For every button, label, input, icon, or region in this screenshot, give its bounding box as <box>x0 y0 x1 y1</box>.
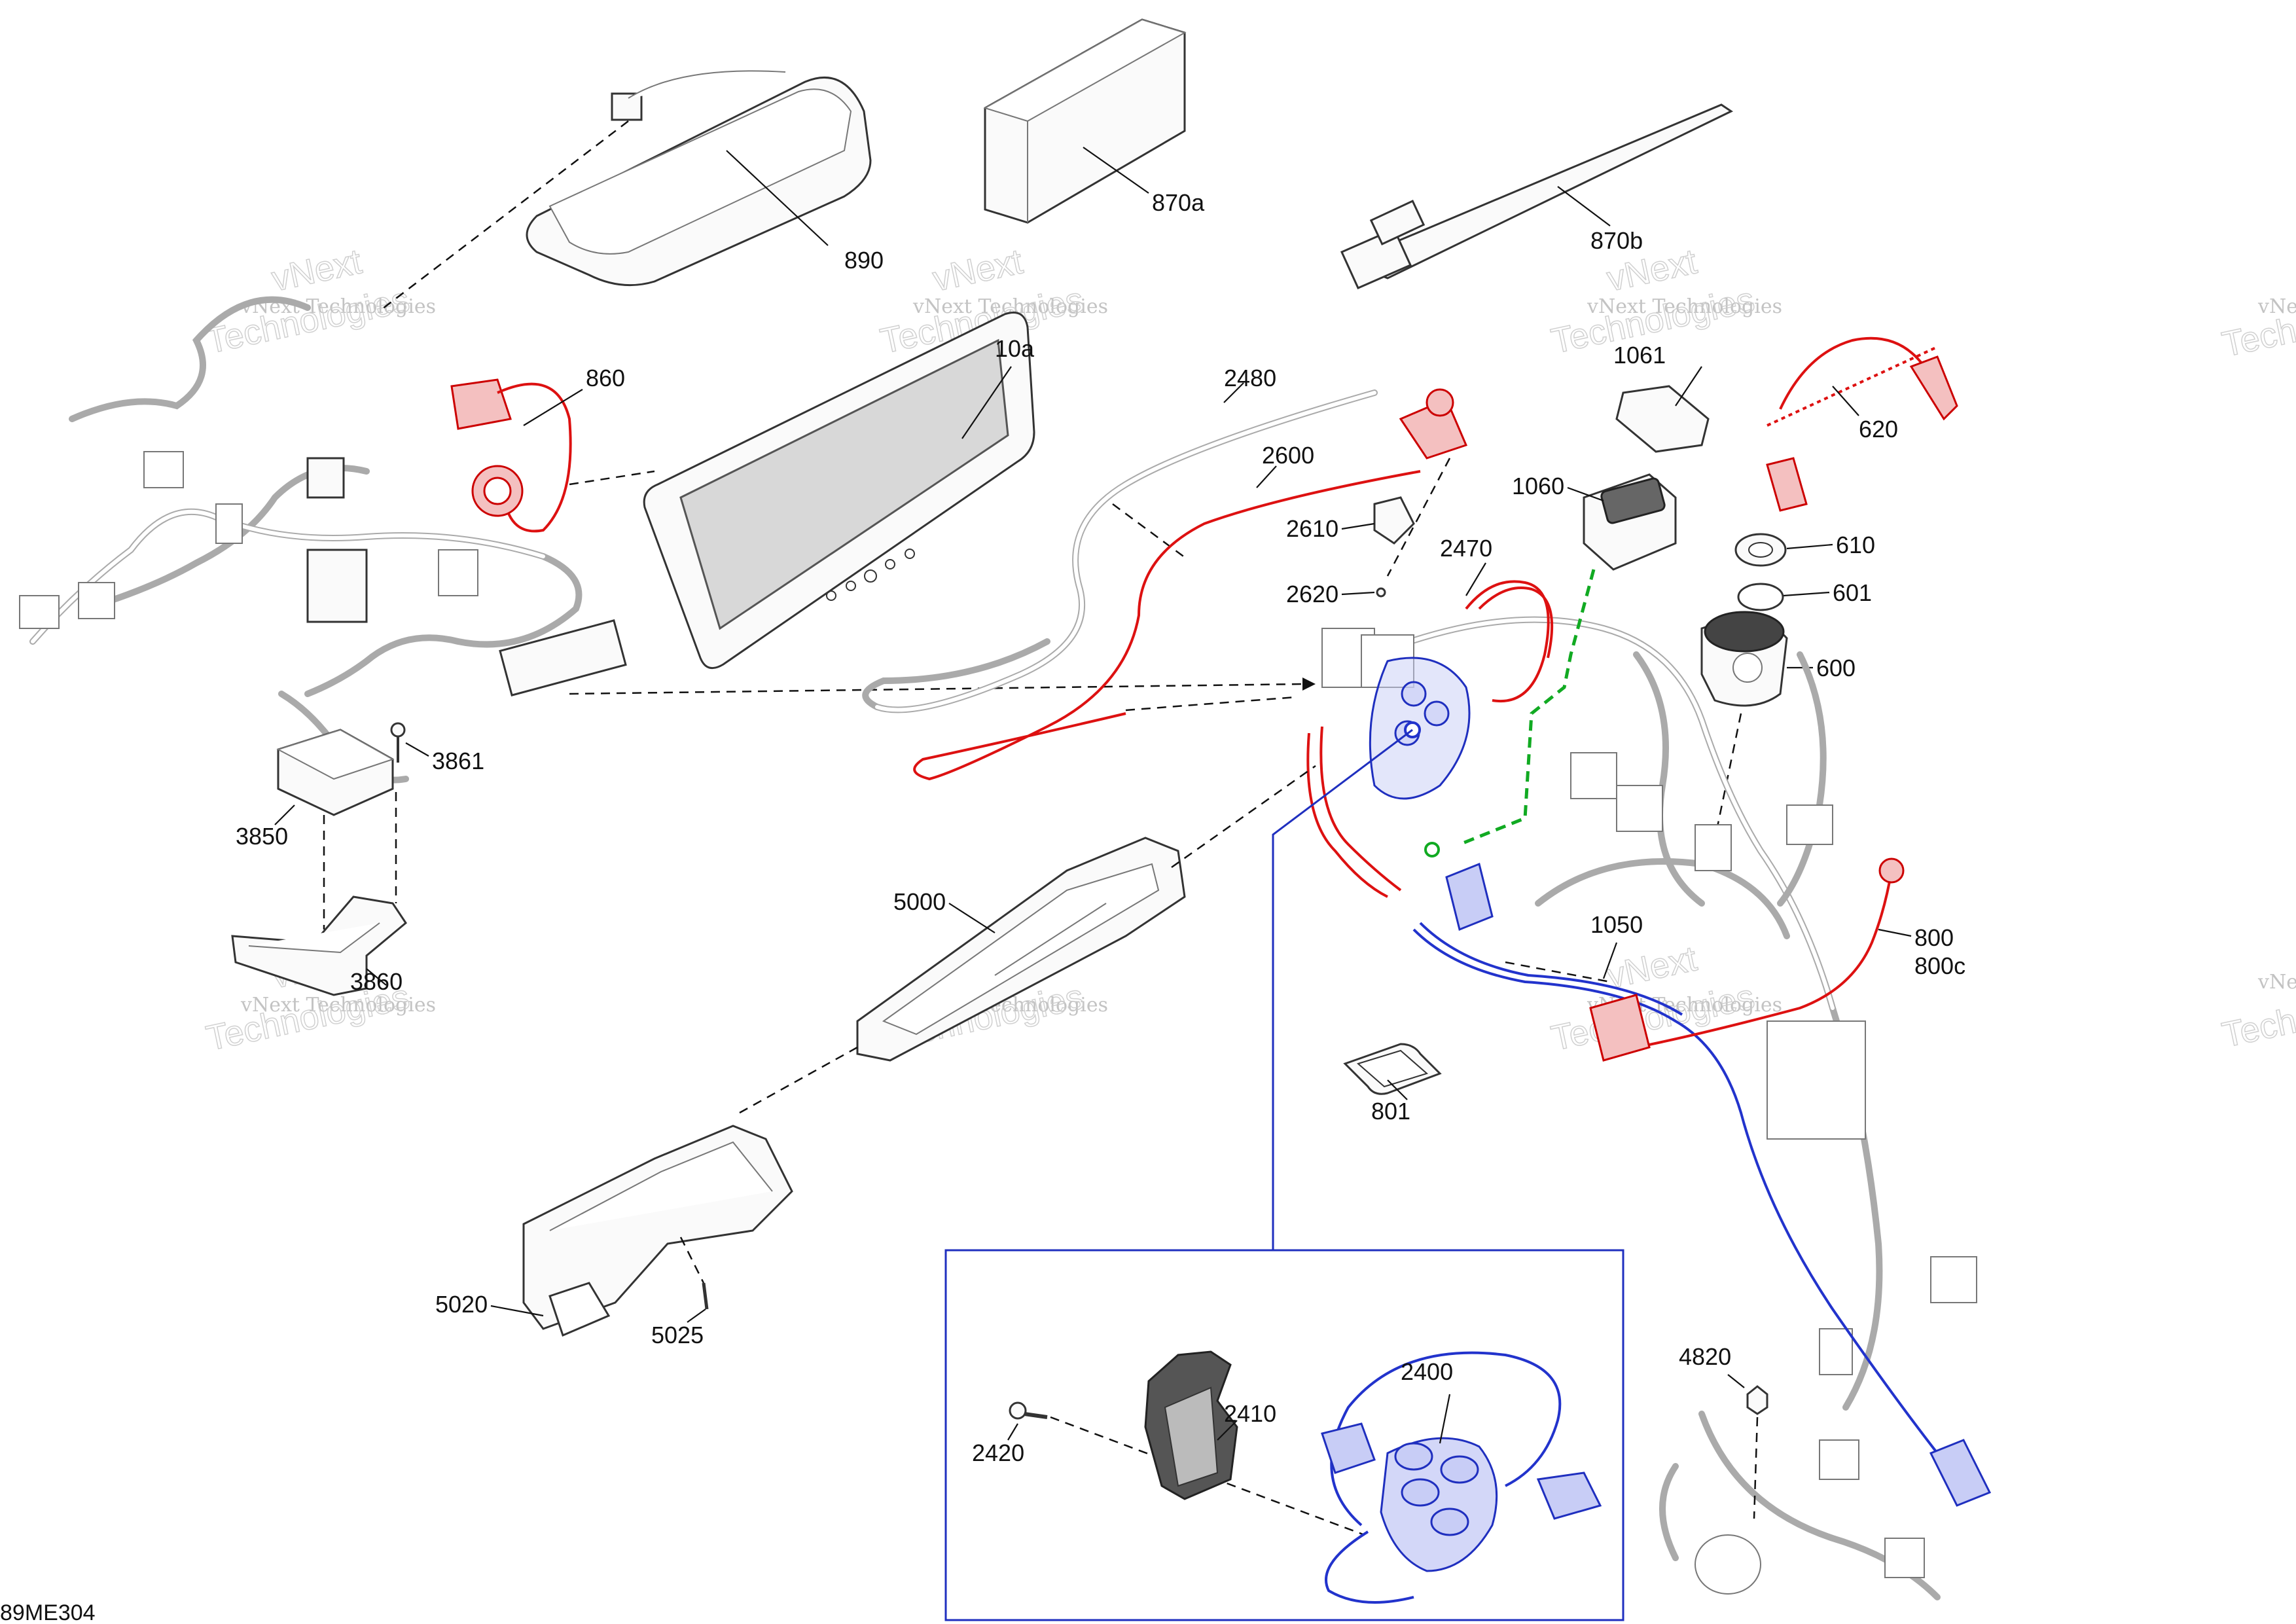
part-601: 601 <box>1737 579 1872 611</box>
part-890: 890 <box>379 70 884 312</box>
watermark-text: vNext Technologies <box>2257 295 2296 318</box>
callout-2410: 2410 <box>1224 1400 1276 1427</box>
part-5025: 5025 <box>651 1236 709 1348</box>
callout-2610: 2610 <box>1286 515 1338 542</box>
callout-801: 801 <box>1371 1098 1410 1125</box>
part-2610: 2610 <box>1286 458 1451 577</box>
main-harness-left <box>19 296 1316 784</box>
detail-box <box>944 729 1624 1621</box>
part-801: 801 <box>1343 1043 1442 1125</box>
part-800: 800 800c <box>1589 857 1965 1062</box>
connector-icon <box>499 619 627 696</box>
watermark-text: vNext Technologies <box>2257 971 2296 994</box>
callout-620: 620 <box>1859 416 1898 442</box>
part-3850: 3850 <box>236 729 397 929</box>
part-2420: 2420 <box>972 1401 1365 1536</box>
diagram-code: 89ME304 <box>0 1600 96 1624</box>
part-3861: 3861 <box>390 722 484 774</box>
callout-610: 610 <box>1836 532 1875 558</box>
callout-5020: 5020 <box>435 1291 488 1318</box>
callout-600: 600 <box>1816 655 1856 681</box>
part-2410: 2410 <box>1144 1350 1276 1500</box>
part-1060: 1060 <box>1512 473 1677 571</box>
callout-870a: 870a <box>1152 189 1205 216</box>
callout-5025: 5025 <box>651 1322 704 1348</box>
callout-870b: 870b <box>1590 227 1643 254</box>
watermark-text: vNext Technologies <box>1587 295 1782 318</box>
callout-860: 860 <box>586 365 625 391</box>
part-2620: 2620 <box>1286 581 1386 607</box>
callout-1050: 1050 <box>1590 911 1643 938</box>
part-2480: 2480 <box>862 365 1378 713</box>
watermark-text: vNext Technologies <box>240 994 436 1017</box>
watermark-text: vNext <box>929 242 1026 298</box>
display-buttons <box>826 549 915 601</box>
callout-5000: 5000 <box>893 888 946 915</box>
switch-ghost <box>1369 657 1471 800</box>
callout-3861: 3861 <box>432 748 484 774</box>
callout-1061: 1061 <box>1613 342 1666 369</box>
callout-2470: 2470 <box>1440 535 1492 562</box>
callout-10a: 10a <box>995 335 1035 362</box>
callout-800: 800 <box>1914 924 1954 951</box>
connector-icon <box>611 92 643 121</box>
part-860: 860 <box>450 365 655 533</box>
callout-3850: 3850 <box>236 823 288 850</box>
part-10a: 10a <box>643 312 1035 670</box>
green-routing <box>1424 569 1596 857</box>
part-600: 600 <box>1700 611 1856 871</box>
part-5000: 5000 <box>739 765 1316 1114</box>
part-610: 610 <box>1734 532 1875 567</box>
callout-1060: 1060 <box>1512 473 1564 499</box>
part-5020: 5020 <box>435 1125 793 1337</box>
connector-icon <box>306 549 368 623</box>
callout-2400: 2400 <box>1401 1358 1453 1385</box>
callout-2620: 2620 <box>1286 581 1338 607</box>
part-1061: 1061 <box>1613 342 1710 453</box>
callout-800c: 800c <box>1914 952 1965 979</box>
callout-2420: 2420 <box>972 1439 1024 1466</box>
callout-601: 601 <box>1833 579 1872 606</box>
part-1050: 1050 <box>1412 862 1992 1507</box>
connector-icon <box>306 457 345 499</box>
part-870a: 870a <box>983 18 1205 224</box>
callout-2480: 2480 <box>1224 365 1276 391</box>
part-2470: 2470 <box>1306 535 1554 898</box>
part-4820: 4820 <box>1679 1343 1768 1519</box>
part-3860: 3860 <box>231 895 407 996</box>
callout-2600: 2600 <box>1262 442 1314 469</box>
callout-3860: 3860 <box>350 968 403 995</box>
watermark-text: vNext <box>268 242 365 298</box>
part-2400: 2400 <box>1321 1351 1602 1604</box>
callout-4820: 4820 <box>1679 1343 1731 1370</box>
part-2600: 2600 <box>913 388 1468 781</box>
part-620: 620 <box>1766 336 1958 512</box>
main-harness-right <box>1321 616 1977 1600</box>
part-870b: 870b <box>1340 103 1734 289</box>
callout-890: 890 <box>844 247 884 274</box>
